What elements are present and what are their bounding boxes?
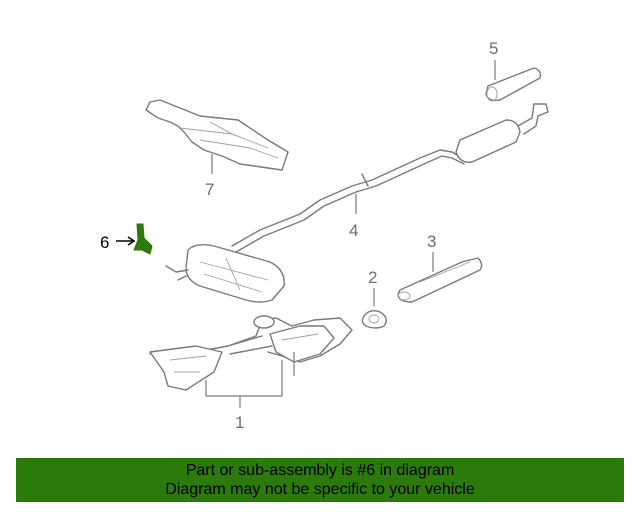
- callout-2[interactable]: 2: [368, 268, 377, 287]
- part-info-banner: Part or sub-assembly is #6 in diagram Di…: [16, 458, 624, 502]
- leader-1: [205, 352, 295, 408]
- callout-7[interactable]: 7: [205, 180, 214, 199]
- callout-1[interactable]: 1: [235, 413, 244, 432]
- tail-pipe-part-5[interactable]: [485, 67, 542, 102]
- banner-line-2: Diagram may not be specific to your vehi…: [165, 481, 475, 498]
- callout-6[interactable]: 6: [100, 233, 109, 252]
- callout-4[interactable]: 4: [349, 221, 358, 240]
- exhaust-system-diagram: 7 5 4 6 3 2: [100, 39, 549, 432]
- callout-3[interactable]: 3: [427, 232, 436, 251]
- arrow-6: [116, 236, 136, 246]
- banner-line-1: Part or sub-assembly is #6 in diagram: [185, 462, 455, 479]
- intermediate-pipe-part-4[interactable]: [231, 103, 549, 253]
- front-muffler-assembly[interactable]: [165, 243, 285, 303]
- exhaust-bracket-part-6[interactable]: [133, 223, 153, 255]
- heat-shield-part-7[interactable]: [145, 99, 289, 171]
- catalytic-converter-assembly-part-1[interactable]: [149, 315, 353, 391]
- callout-5[interactable]: 5: [489, 39, 498, 58]
- gasket-part-2[interactable]: [361, 309, 387, 329]
- resonator-pipe-part-3[interactable]: [397, 257, 483, 303]
